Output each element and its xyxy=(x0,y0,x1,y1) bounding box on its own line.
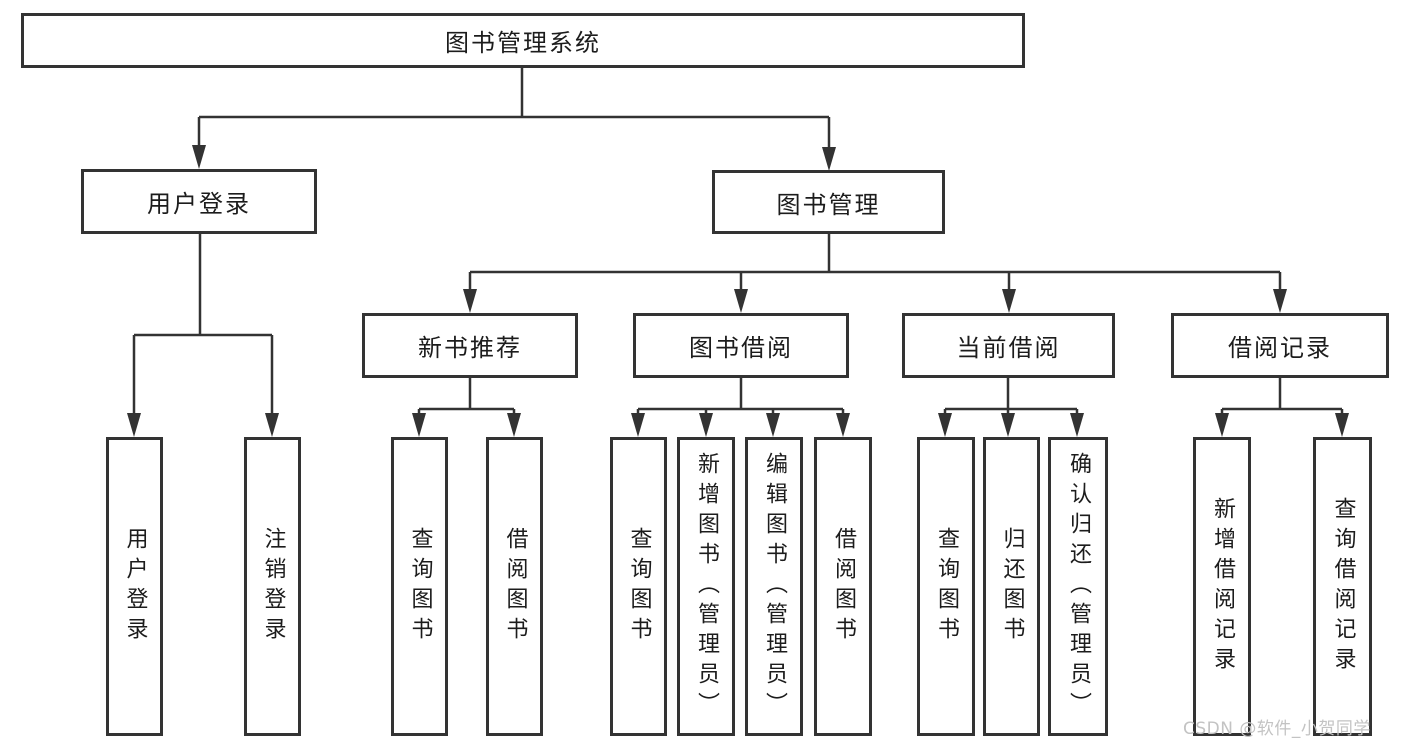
csdn-watermark: CSDN @软件_小贺同学 xyxy=(1183,719,1371,739)
leaf-return-books-label: 归还图书 xyxy=(999,526,1025,647)
node-book-borrow: 图书借阅 xyxy=(633,313,849,378)
node-user-login: 用户登录 xyxy=(81,169,317,234)
leaf-current-query-books: 查询图书 xyxy=(917,437,975,736)
node-current-borrow-label: 当前借阅 xyxy=(956,334,1061,362)
leaf-user-login: 用户登录 xyxy=(106,437,163,736)
leaf-borrow-books: 借阅图书 xyxy=(814,437,872,736)
node-root: 图书管理系统 xyxy=(21,13,1025,68)
leaf-recommend-query-books-label: 查询图书 xyxy=(407,526,433,647)
node-new-book-recommend-label: 新书推荐 xyxy=(418,334,522,362)
node-current-borrow: 当前借阅 xyxy=(902,313,1115,378)
leaf-add-borrow-record: 新增借阅记录 xyxy=(1193,437,1251,736)
leaf-logout: 注销登录 xyxy=(244,437,301,736)
leaf-recommend-borrow-books-label: 借阅图书 xyxy=(502,526,528,647)
leaf-borrow-books-label: 借阅图书 xyxy=(831,526,856,647)
node-user-login-label: 用户登录 xyxy=(147,190,251,218)
leaf-query-borrow-record: 查询借阅记录 xyxy=(1313,437,1372,736)
leaf-add-borrow-record-label: 新增借阅记录 xyxy=(1210,496,1235,677)
leaf-query-borrow-record-label: 查询借阅记录 xyxy=(1330,496,1356,677)
leaf-recommend-borrow-books: 借阅图书 xyxy=(486,437,543,736)
node-book-borrow-label: 图书借阅 xyxy=(689,334,793,362)
leaf-add-books-admin: 新增图书（管理员） xyxy=(677,437,735,736)
leaf-current-query-books-label: 查询图书 xyxy=(934,526,959,647)
leaf-return-books: 归还图书 xyxy=(983,437,1040,736)
leaf-edit-books-admin-label: 编辑图书（管理员） xyxy=(762,451,787,722)
leaf-recommend-query-books: 查询图书 xyxy=(391,437,448,736)
node-new-book-recommend: 新书推荐 xyxy=(362,313,578,378)
leaf-confirm-return-admin-label: 确认归还（管理员） xyxy=(1066,451,1091,722)
node-book-management: 图书管理 xyxy=(712,170,945,234)
leaf-borrow-query-books: 查询图书 xyxy=(610,437,667,736)
leaf-logout-label: 注销登录 xyxy=(260,526,286,647)
leaf-borrow-query-books-label: 查询图书 xyxy=(626,526,652,647)
node-root-label: 图书管理系统 xyxy=(445,29,601,57)
node-borrow-records-label: 借阅记录 xyxy=(1228,334,1332,362)
leaf-confirm-return-admin: 确认归还（管理员） xyxy=(1048,437,1108,736)
leaf-add-books-admin-label: 新增图书（管理员） xyxy=(694,451,719,722)
leaf-user-login-label: 用户登录 xyxy=(122,526,148,647)
leaf-edit-books-admin: 编辑图书（管理员） xyxy=(745,437,803,736)
node-borrow-records: 借阅记录 xyxy=(1171,313,1389,378)
node-book-management-label: 图书管理 xyxy=(776,190,881,219)
